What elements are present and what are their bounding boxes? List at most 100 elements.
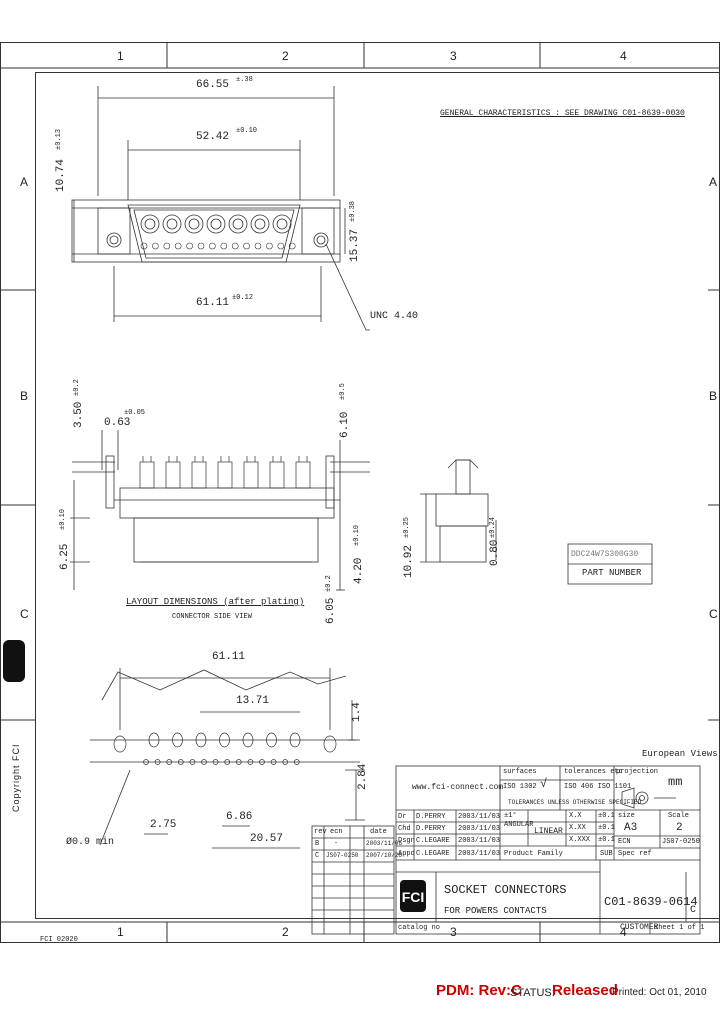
projection-label: projection [616,768,659,776]
dim-610: 6.10 [339,411,351,438]
angular-label: ANGULAR [504,821,534,829]
power-contact-hole [184,214,204,234]
power-contact-inner [210,218,222,230]
dim-base-width-tol: ±0.12 [232,294,254,302]
rev-b-ecn: - [334,840,339,848]
side-view-pins [139,456,311,489]
row-label-c: C [20,607,29,621]
rev-c-ecn: JS07-0250 [326,852,359,859]
part-number-label: PART NUMBER [582,568,642,578]
signal-contact-hole [174,242,182,250]
layout-signal-hole [166,759,173,765]
dim-height-left: 10.74 [55,158,67,192]
layout-signal-hole [293,759,300,765]
dim-height-left-tol: ±0.13 [55,128,63,150]
rev-b-letter: B [315,840,320,848]
role-chd: Chd [398,825,411,833]
power-contact-inner [232,218,244,230]
dim-080: 0.80 [489,539,501,566]
rev-header-ecn: ecn [330,828,343,836]
power-contact-inner [166,218,178,230]
name-chd: D.PERRY [416,825,446,833]
layout-signal-hole [270,759,277,765]
signal-contact-hole [254,242,262,250]
name-dsgn: C.LEGARE [416,837,450,845]
sub-label: SUB [600,850,613,858]
dim-1092-tol: ±0.25 [403,516,411,538]
tol-b-1: X.XX [569,824,586,832]
ecn-value: JS07-0250 [662,838,700,846]
signal-contact-hole [163,242,171,250]
side-pin-body [269,461,285,489]
customer-label: CUSTOMER [620,923,659,932]
signal-contact-hole [288,242,296,250]
scale-value: 2 [676,822,683,834]
layout-signal-hole [247,759,254,765]
layout-signal-hole [177,759,184,765]
fci-logo: FCI [400,880,426,912]
rev-header-date: date [370,828,387,836]
dim-625-tol: ±0.10 [59,508,67,530]
tol-b-2: X.XXX [569,836,591,844]
tol-a-0: ±1° [504,812,517,820]
thread-callout: UNC 4.40 [370,311,419,322]
surface-check: √ [540,777,548,791]
power-contact-hole [250,214,270,234]
row-label-a: A [20,175,29,189]
layout-power-hole [195,732,207,748]
date-appd: 2003/11/03 [458,850,501,858]
tolerance-label: tolerances etc [564,768,623,776]
dim-inner-width-tol: ±0.10 [236,127,258,135]
scale-label: Scale [668,812,690,820]
dim-350: 3.50 [73,401,85,428]
signal-contact-hole [197,242,205,250]
size-value: A3 [624,822,638,834]
side-pin-body [191,461,207,489]
tol-c-2: ±0.1 [598,836,615,844]
row-label-b: B [20,389,29,403]
pdm-revision: PDM: Rev:C [436,982,522,999]
rev-header-rev: rev [314,828,327,836]
layout-signal-hole [154,759,161,765]
power-contact-inner [276,218,288,230]
general-note: GENERAL CHARACTERISTICS : SEE DRAWING C0… [440,109,685,118]
side-view [70,430,370,591]
fci-side-logo [3,640,25,682]
dim-610-tol: ±0.5 [339,383,347,400]
part-code: DDC24W7S300G30 [571,550,639,559]
column-label-1: 1 [117,49,124,63]
column-label-2: 2 [282,49,289,63]
dim-063: 0.63 [104,417,131,429]
layout-subtitle: CONNECTOR SIDE VIEW [172,613,252,621]
tol-b-0: X.X [569,812,582,820]
rev-c-letter: C [315,852,320,860]
product-family: Product Family [504,850,563,858]
sheet-frame [0,42,720,943]
column-label-4-bottom: 4 [620,925,627,939]
svg-text:FCI: FCI [402,889,425,905]
side-pin-body [217,461,233,489]
dim-layout-284: 2.84 [357,763,369,790]
column-label-3-bottom: 3 [450,925,457,939]
unit-label: mm [668,775,683,789]
signal-contact-hole [277,242,285,250]
dim-layout-14: 1.4 [351,702,363,722]
dim-605-tol: ±0.2 [325,575,333,592]
tol-c-1: ±0.1 [598,824,615,832]
signal-contact-hole [266,242,273,250]
layout-signal-hole [212,759,219,765]
dim-1092: 10.92 [403,544,415,578]
dim-base-width: 61.11 [196,297,230,309]
side-pin-body [243,461,259,489]
drawing-number: C01-8639-0614 [604,895,698,909]
rev-b-date: 2003/11/06 [366,840,403,847]
power-contact-holes [140,214,292,234]
dim-layout-6111: 61.11 [212,651,246,663]
row-label-a-right: A [709,175,718,189]
layout-title: LAYOUT DIMENSIONS (after plating) [126,597,305,607]
layout-power-hole [219,732,230,748]
title-line-1: SOCKET CONNECTORS [444,883,567,897]
catalog-label: catalog no [398,924,441,932]
ecn-label: ECN [618,838,631,846]
